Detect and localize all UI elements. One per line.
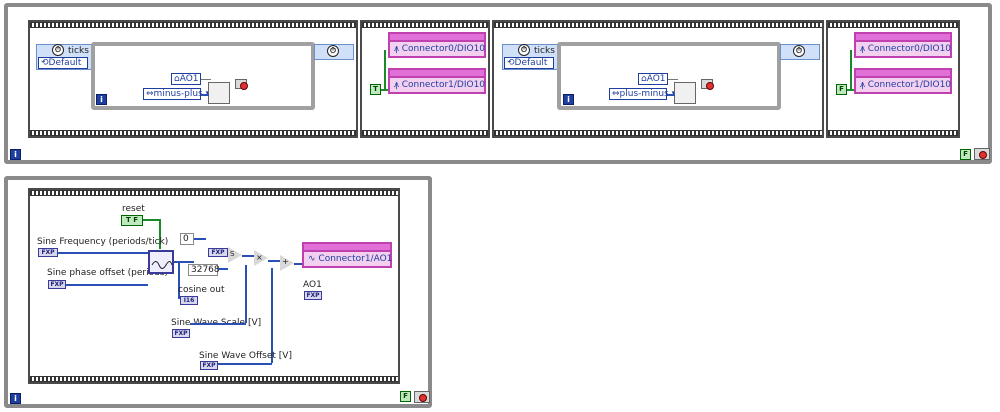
stop-bool-constant[interactable]: F bbox=[400, 391, 411, 402]
io-node-connector1-dio10[interactable]: ꙟ Connector1/DIO10 bbox=[854, 76, 952, 94]
scale-node-glyph: S bbox=[230, 250, 235, 258]
wire bbox=[668, 79, 678, 80]
wire bbox=[174, 261, 194, 263]
sine-wave-scale-control[interactable]: FXP bbox=[172, 329, 190, 338]
wire bbox=[294, 263, 302, 265]
io-node-connector0-dio10[interactable]: ꙟ Connector0/DIO10 bbox=[388, 40, 486, 58]
sine-wave-icon bbox=[151, 261, 173, 269]
io-node-header bbox=[388, 68, 486, 76]
add-node[interactable] bbox=[280, 255, 294, 271]
wire bbox=[384, 50, 386, 90]
property-node[interactable] bbox=[208, 82, 230, 104]
bool-constant-false[interactable]: F bbox=[836, 84, 847, 95]
ticks-label: ticks bbox=[534, 46, 555, 56]
io-node-connector0-dio10[interactable]: ꙟ Connector0/DIO10 bbox=[854, 40, 952, 58]
sine-phase-label: Sine phase offset (periods) bbox=[47, 268, 169, 278]
cosine-out-label: cosine out bbox=[178, 285, 225, 295]
clock-icon: ⏱ bbox=[518, 44, 530, 56]
scale-node[interactable] bbox=[228, 247, 242, 263]
io-node-header bbox=[302, 242, 392, 250]
timed-loop-2-structure[interactable] bbox=[557, 42, 781, 110]
ao1-reference[interactable]: ⌂AO1 bbox=[638, 73, 668, 85]
const-zero[interactable]: 0 bbox=[180, 233, 194, 245]
timing-source-default[interactable]: ⟲Default bbox=[504, 57, 554, 69]
sequence-frame-bottom[interactable] bbox=[28, 188, 400, 384]
reset-label: reset bbox=[122, 204, 145, 214]
wire bbox=[218, 268, 228, 270]
frame-film-bottom bbox=[30, 130, 356, 136]
wire bbox=[847, 89, 854, 91]
sine-frequency-label: Sine Frequency (periods/tick) bbox=[37, 237, 169, 247]
loop-stop-terminal[interactable] bbox=[414, 391, 430, 403]
timing-source-default[interactable]: ⟲Default bbox=[38, 57, 88, 69]
multiply-node[interactable] bbox=[254, 250, 268, 266]
io-node-header bbox=[854, 68, 952, 76]
wire bbox=[667, 94, 675, 96]
io-node-connector1-dio10[interactable]: ꙟ Connector1/DIO10 bbox=[388, 76, 486, 94]
sine-wave-offset-control[interactable]: FXP bbox=[200, 361, 218, 370]
frame-film-bottom bbox=[828, 130, 958, 136]
sine-frequency-control[interactable]: FXP bbox=[38, 248, 58, 257]
property-node[interactable] bbox=[674, 82, 696, 104]
sine-wave-offset-label: Sine Wave Offset [V] bbox=[199, 351, 292, 361]
wire bbox=[271, 268, 273, 363]
wire bbox=[201, 94, 209, 96]
stop-bool-constant[interactable]: F bbox=[960, 149, 971, 160]
bool-constant-true[interactable]: T bbox=[370, 84, 381, 95]
stop-terminal bbox=[701, 79, 714, 90]
ao1-indicator: FXP bbox=[304, 291, 322, 300]
wire bbox=[143, 219, 160, 221]
frame-film-bottom bbox=[494, 130, 822, 136]
multiply-icon: × bbox=[256, 253, 263, 262]
clock-icon: ⏱ bbox=[793, 45, 805, 57]
ticks-label: ticks bbox=[68, 46, 89, 56]
wire bbox=[850, 50, 852, 90]
ao1-label: AO1 bbox=[303, 280, 322, 290]
iteration-terminal: i bbox=[10, 149, 21, 160]
frame-film-top bbox=[30, 22, 356, 28]
wire bbox=[268, 260, 280, 262]
io-node-header bbox=[854, 32, 952, 40]
const-32768[interactable]: 32768 bbox=[188, 264, 220, 276]
frame-film-top bbox=[828, 22, 958, 28]
loop-stop-terminal[interactable] bbox=[974, 148, 990, 160]
stop-terminal bbox=[235, 79, 248, 90]
wire bbox=[190, 323, 246, 325]
io-node-header bbox=[388, 32, 486, 40]
clock-icon: ⏱ bbox=[327, 45, 339, 57]
frame-film-bottom bbox=[362, 130, 488, 136]
wire bbox=[242, 255, 254, 257]
cosine-out-indicator: I16 bbox=[180, 296, 198, 305]
wire bbox=[58, 252, 148, 254]
wire bbox=[381, 89, 388, 91]
frame-film-bottom bbox=[30, 376, 398, 382]
iteration-terminal: i bbox=[563, 94, 574, 105]
timed-loop-1-structure[interactable] bbox=[91, 42, 315, 110]
frame-film-top bbox=[362, 22, 488, 28]
frame-film-top bbox=[494, 22, 822, 28]
wire bbox=[66, 284, 148, 286]
wire bbox=[245, 265, 247, 323]
iteration-terminal: i bbox=[96, 94, 107, 105]
wire bbox=[194, 238, 206, 240]
wire bbox=[201, 79, 211, 80]
wire bbox=[178, 261, 180, 299]
frame-film-top bbox=[30, 190, 398, 196]
mode-ring-plus-minus[interactable]: ⇔plus-minus ▾ bbox=[609, 88, 676, 100]
clock-icon: ⏱ bbox=[52, 44, 64, 56]
io-node-connector1-ao1[interactable]: ∿ Connector1/AO1 bbox=[302, 250, 392, 268]
wire bbox=[218, 363, 272, 365]
ao1-reference[interactable]: ⌂AO1 bbox=[171, 73, 201, 85]
sine-phase-control[interactable]: FXP bbox=[48, 280, 66, 289]
sine-generator-icon[interactable] bbox=[148, 250, 174, 274]
wire bbox=[159, 219, 161, 249]
mode-ring-minus-plus[interactable]: ⇔minus-plus ▾ bbox=[143, 88, 210, 100]
fxp-convert-node[interactable]: FXP bbox=[208, 248, 228, 257]
iteration-terminal: i bbox=[10, 393, 21, 404]
reset-control[interactable]: T F bbox=[121, 215, 143, 226]
add-icon: + bbox=[282, 257, 289, 266]
